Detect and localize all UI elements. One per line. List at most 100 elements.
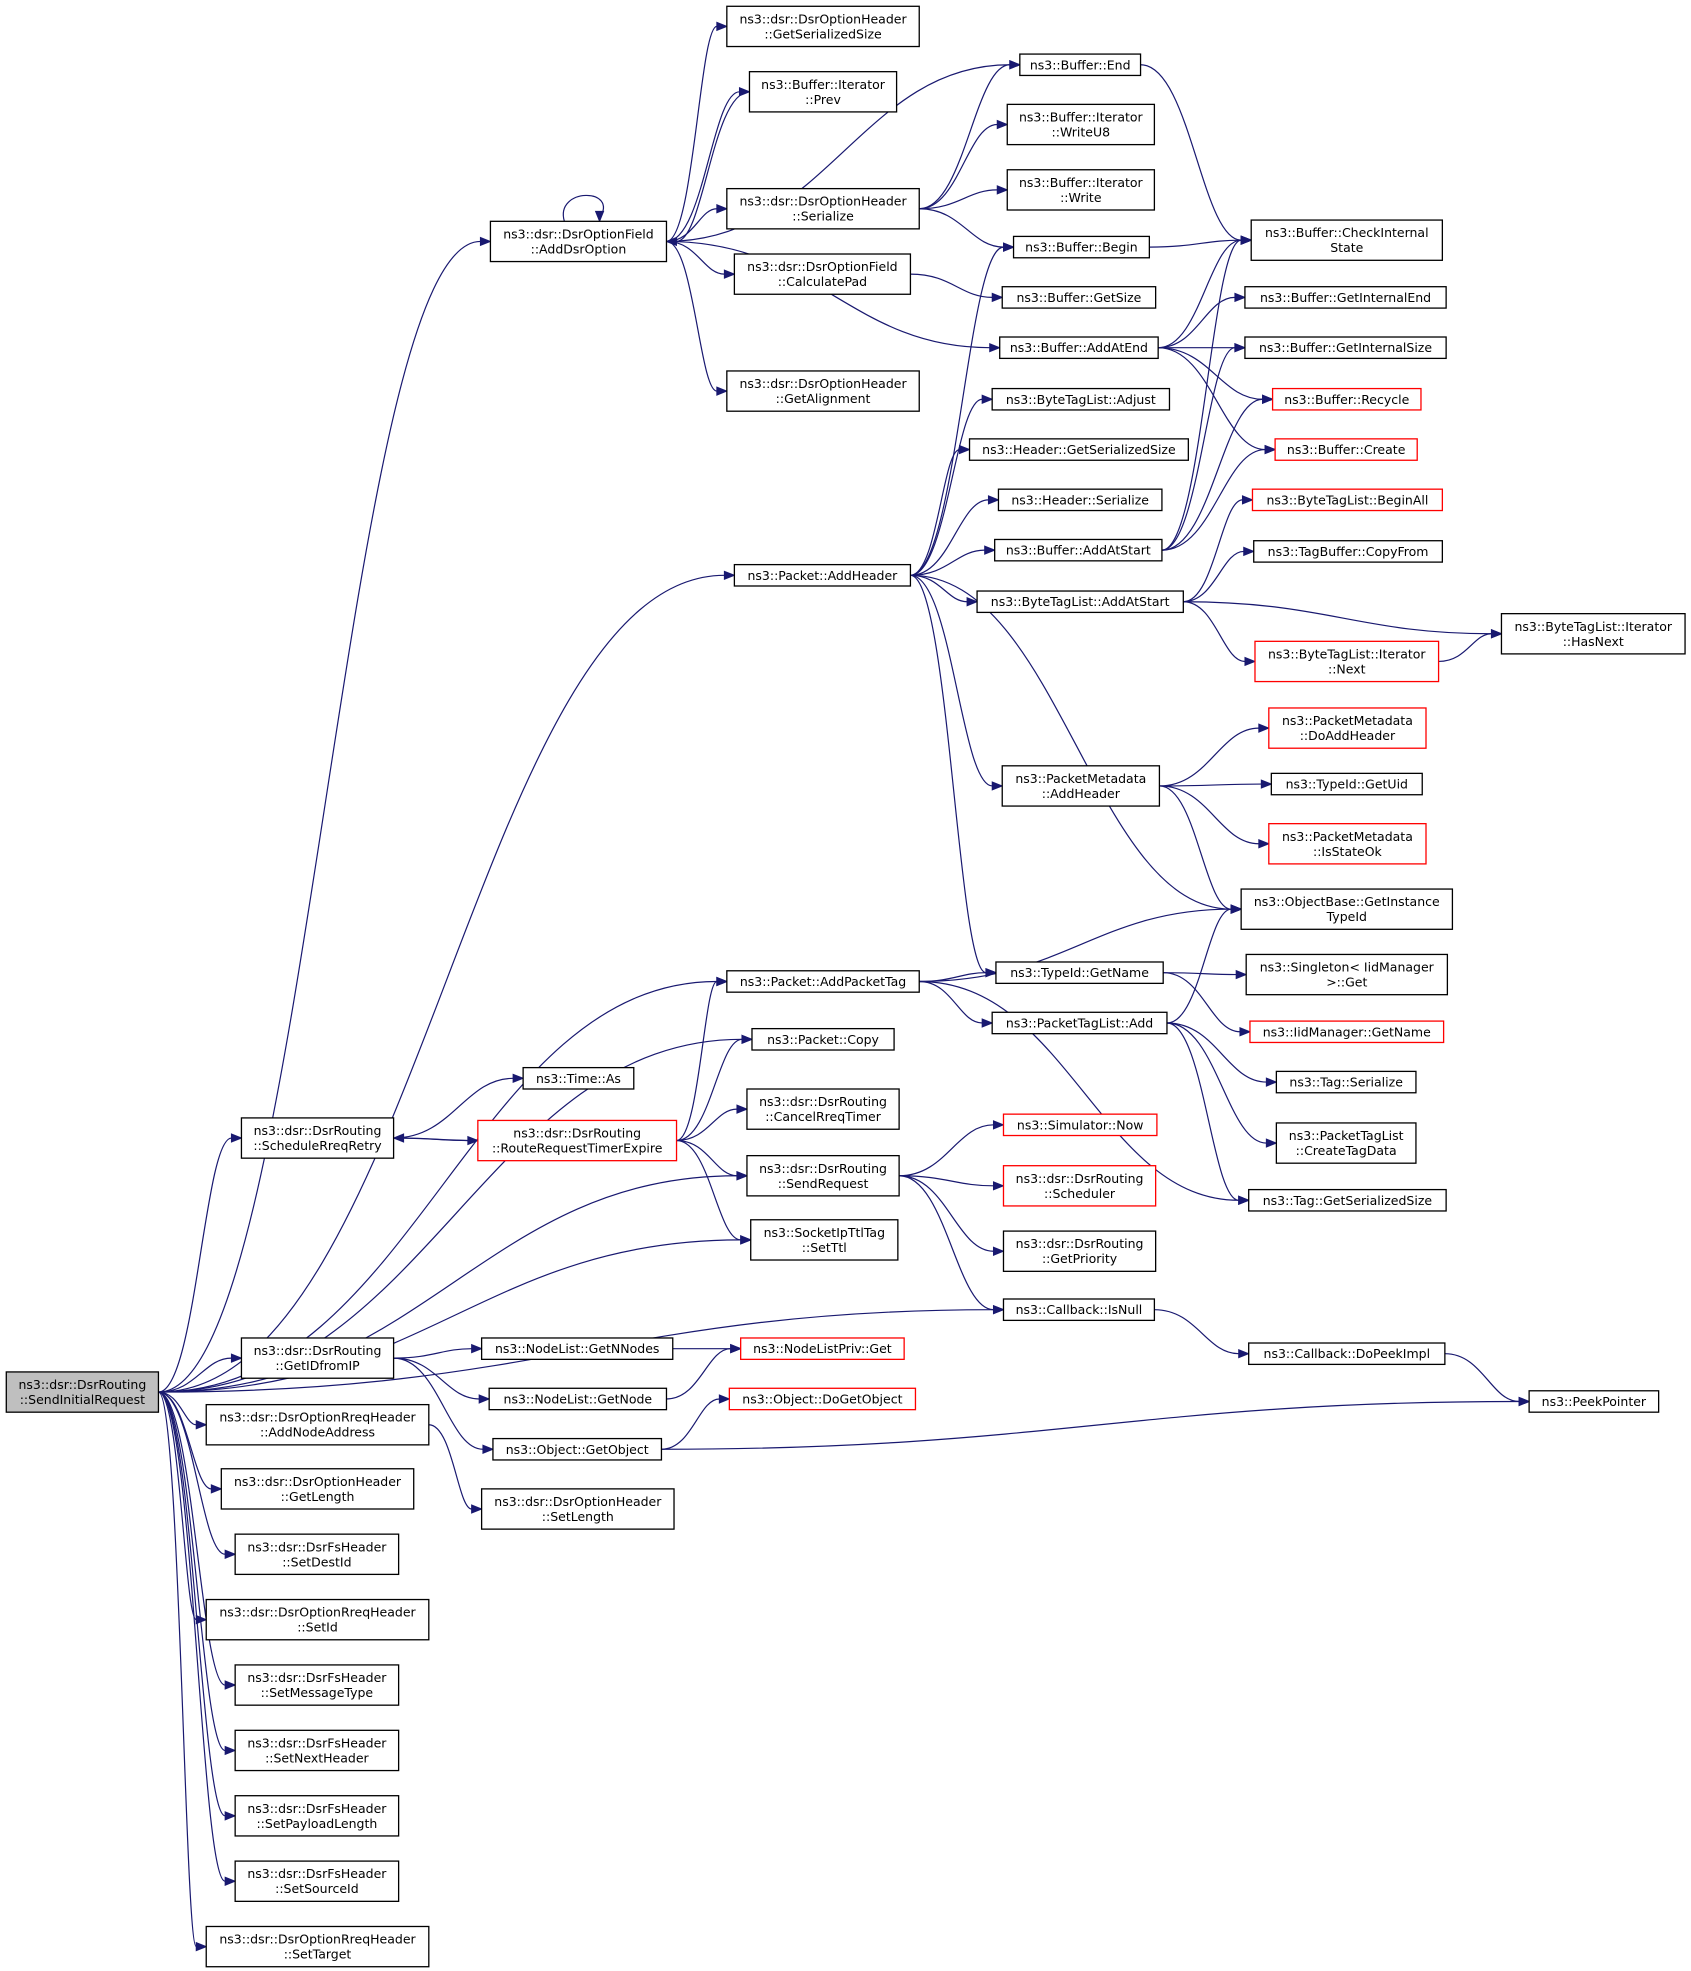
node-sitSetTtl[interactable]: ns3::SocketIpTtlTag::SetTtl — [750, 1219, 899, 1261]
node-bufEnd[interactable]: ns3::Buffer::End — [1019, 53, 1142, 77]
node-label: ns3::IidManager::GetName — [1263, 1024, 1431, 1039]
edge-root-to-dfhSetMessageType — [158, 1391, 237, 1690]
node-bufGetSize[interactable]: ns3::Buffer::GetSize — [1001, 286, 1157, 309]
node-pktAddPacketTag[interactable]: ns3::Packet::AddPacketTag — [726, 970, 920, 993]
node-label: ns3::Buffer::Iterator — [1019, 175, 1144, 190]
node-bufBegin[interactable]: ns3::Buffer::Begin — [1012, 235, 1151, 259]
node-drScheduleRreqRetry[interactable]: ns3::dsr::DsrRouting::ScheduleRreqRetry — [240, 1117, 395, 1159]
node-cbDoPeekImpl[interactable]: ns3::Callback::DoPeekImpl — [1248, 1342, 1446, 1366]
node-dfhSetMessageType[interactable]: ns3::dsr::DsrFsHeader::SetMessageType — [234, 1664, 400, 1706]
node-label: ns3::Object::GetObject — [506, 1442, 649, 1457]
node-drCancelRreqTimer[interactable]: ns3::dsr::DsrRouting::CancelRreqTimer — [746, 1088, 900, 1130]
node-drGetIDfromIP[interactable]: ns3::dsr::DsrRouting::GetIDfromIP — [240, 1337, 395, 1379]
node-label: ns3::dsr::DsrRouting — [18, 1377, 146, 1392]
edge-cbDoPeekImpl-to-peekPointer — [1444, 1353, 1531, 1407]
node-label: ::SetDestId — [282, 1554, 351, 1569]
node-tbCopyFrom[interactable]: ns3::TagBuffer::CopyFrom — [1253, 540, 1444, 563]
node-nlpGet[interactable]: ns3::NodeListPriv::Get — [740, 1337, 905, 1361]
node-bufIterWriteU8[interactable]: ns3::Buffer::Iterator::WriteU8 — [1006, 103, 1156, 146]
node-dohSetLength[interactable]: ns3::dsr::DsrOptionHeader::SetLength — [480, 1488, 675, 1530]
node-label: ns3::Buffer::GetSize — [1016, 290, 1141, 305]
node-dfhSetDestId[interactable]: ns3::dsr::DsrFsHeader::SetDestId — [234, 1533, 400, 1576]
node-dorhSetId[interactable]: ns3::dsr::DsrOptionRreqHeader::SetId — [205, 1598, 430, 1641]
edge-drRouteRequestTimerExpire-to-drScheduleRreqRetry — [392, 1133, 478, 1143]
node-label: ns3::Buffer::End — [1030, 57, 1131, 72]
edge-bufAddAtStart-to-bufGetInternalSize — [1161, 342, 1247, 551]
node-drSendRequest[interactable]: ns3::dsr::DsrRouting::SendRequest — [746, 1154, 900, 1197]
node-label: ns3::PeekPointer — [1542, 1394, 1647, 1409]
node-bufIterWrite[interactable]: ns3::Buffer::Iterator::Write — [1006, 169, 1156, 211]
node-dohGetSerializedSize[interactable]: ns3::dsr::DsrOptionHeader::GetSerialized… — [726, 5, 920, 48]
node-pmAddHeader[interactable]: ns3::PacketMetadata::AddHeader — [1001, 765, 1161, 807]
node-simNow[interactable]: ns3::Simulator::Now — [1002, 1113, 1158, 1137]
node-bufAddAtStart[interactable]: ns3::Buffer::AddAtStart — [994, 538, 1163, 562]
node-tagGetSerializedSize[interactable]: ns3::Tag::GetSerializedSize — [1248, 1188, 1447, 1212]
node-pktAddHeader[interactable]: ns3::Packet::AddHeader — [733, 563, 912, 587]
node-pmDoAddHeader[interactable]: ns3::PacketMetadata::DoAddHeader — [1268, 707, 1427, 749]
edge-drSendRequest-to-cbIsNull — [899, 1175, 1005, 1315]
node-dorhAddNodeAddress[interactable]: ns3::dsr::DsrOptionRreqHeader::AddNodeAd… — [205, 1403, 430, 1446]
node-root[interactable]: ns3::dsr::DsrRouting::SendInitialRequest — [5, 1371, 160, 1413]
node-box — [1268, 707, 1427, 749]
node-singletonGet[interactable]: ns3::Singleton< IidManager>::Get — [1245, 953, 1449, 996]
node-dorhSetTarget[interactable]: ns3::dsr::DsrOptionRreqHeader::SetTarget — [205, 1925, 430, 1968]
node-btlBeginAll[interactable]: ns3::ByteTagList::BeginAll — [1251, 488, 1444, 512]
node-nlGetNode[interactable]: ns3::NodeList::GetNode — [488, 1387, 668, 1411]
node-label: ns3::Packet::Copy — [767, 1032, 879, 1047]
node-dfhSetPayloadLength[interactable]: ns3::dsr::DsrFsHeader::SetPayloadLength — [234, 1795, 400, 1837]
node-box — [994, 538, 1163, 562]
node-bufGetInternalSize[interactable]: ns3::Buffer::GetInternalSize — [1244, 336, 1447, 360]
node-box — [1001, 286, 1157, 309]
node-btlAdjust[interactable]: ns3::ByteTagList::Adjust — [991, 387, 1171, 411]
edge-bufAddAtStart-to-bufCreate — [1161, 444, 1277, 551]
node-cbIsNull[interactable]: ns3::Callback::IsNull — [1002, 1298, 1156, 1322]
node-box — [1019, 53, 1142, 77]
node-dohGetAlignment[interactable]: ns3::dsr::DsrOptionHeader::GetAlignment — [726, 370, 920, 412]
node-typeIdGetName[interactable]: ns3::TypeId::GetName — [995, 961, 1164, 985]
node-objDoGetObject[interactable]: ns3::Object::DoGetObject — [728, 1387, 917, 1411]
node-pmIsStateOk[interactable]: ns3::PacketMetadata::IsStateOk — [1268, 823, 1427, 865]
node-btlIterNext[interactable]: ns3::ByteTagList::Iterator::Next — [1254, 640, 1440, 683]
node-bufCreate[interactable]: ns3::Buffer::Create — [1274, 438, 1418, 461]
node-bufGetInternalEnd[interactable]: ns3::Buffer::GetInternalEnd — [1244, 286, 1447, 309]
node-hdrSerialize[interactable]: ns3::Header::Serialize — [997, 488, 1163, 512]
edge-pktAddHeader-to-typeIdGetName — [910, 574, 998, 978]
node-tagSerialize[interactable]: ns3::Tag::Serialize — [1275, 1070, 1417, 1094]
node-bufRecycle[interactable]: ns3::Buffer::Recycle — [1271, 387, 1422, 411]
node-box — [1249, 1020, 1445, 1044]
node-dohSerialize[interactable]: ns3::dsr::DsrOptionHeader::Serialize — [726, 187, 920, 230]
node-label: ns3::TypeId::GetUid — [1286, 777, 1408, 792]
node-hdrGetSerializedSize[interactable]: ns3::Header::GetSerializedSize — [968, 438, 1189, 461]
node-nlGetNNodes[interactable]: ns3::NodeList::GetNNodes — [480, 1337, 674, 1361]
node-pktCopy[interactable]: ns3::Packet::Copy — [751, 1027, 895, 1051]
node-dofCalculatePad[interactable]: ns3::dsr::DsrOptionField::CalculatePad — [733, 253, 912, 295]
node-ptlCreateTagData[interactable]: ns3::PacketTagList::CreateTagData — [1275, 1122, 1417, 1164]
node-timeAs[interactable]: ns3::Time::As — [522, 1066, 635, 1090]
edge-pktAddHeader-to-hdrSerialize — [910, 495, 1000, 576]
node-ptlAdd[interactable]: ns3::PacketTagList::Add — [991, 1011, 1168, 1035]
node-label: ns3::Buffer::GetInternalEnd — [1260, 290, 1431, 305]
node-peekPointer[interactable]: ns3::PeekPointer — [1528, 1390, 1660, 1413]
edge-ptlAdd-to-tagGetSerializedSize — [1166, 1022, 1251, 1206]
node-btlIterHasNext[interactable]: ns3::ByteTagList::Iterator::HasNext — [1500, 613, 1686, 655]
node-btlAddAtStart[interactable]: ns3::ByteTagList::AddAtStart — [976, 590, 1184, 614]
node-box — [205, 1403, 430, 1446]
node-box — [733, 563, 912, 587]
node-bufIterPrev[interactable]: ns3::Buffer::Iterator::Prev — [748, 71, 898, 113]
node-dfhSetNextHeader[interactable]: ns3::dsr::DsrFsHeader::SetNextHeader — [234, 1729, 400, 1772]
node-bufAddAtEnd[interactable]: ns3::Buffer::AddAtEnd — [999, 336, 1159, 360]
node-addDsrOption[interactable]: ns3::dsr::DsrOptionField::AddDsrOption — [489, 220, 668, 263]
node-iidGetName[interactable]: ns3::IidManager::GetName — [1249, 1020, 1445, 1044]
node-dohGetLength[interactable]: ns3::dsr::DsrOptionHeader::GetLength — [220, 1468, 415, 1510]
node-typeIdGetUid[interactable]: ns3::TypeId::GetUid — [1270, 772, 1423, 796]
node-objGetObject[interactable]: ns3::Object::GetObject — [492, 1437, 663, 1461]
node-drGetPriority[interactable]: ns3::dsr::DsrRouting::GetPriority — [1002, 1230, 1157, 1272]
node-dfhSetSourceId[interactable]: ns3::dsr::DsrFsHeader::SetSourceId — [234, 1860, 400, 1902]
edge-pmAddHeader-to-typeIdGetUid — [1159, 779, 1273, 789]
node-drScheduler[interactable]: ns3::dsr::DsrRouting::Scheduler — [1002, 1165, 1157, 1207]
node-drRouteRequestTimerExpire[interactable]: ns3::dsr::DsrRouting::RouteRequestTimerE… — [477, 1119, 678, 1162]
node-box — [234, 1664, 400, 1706]
